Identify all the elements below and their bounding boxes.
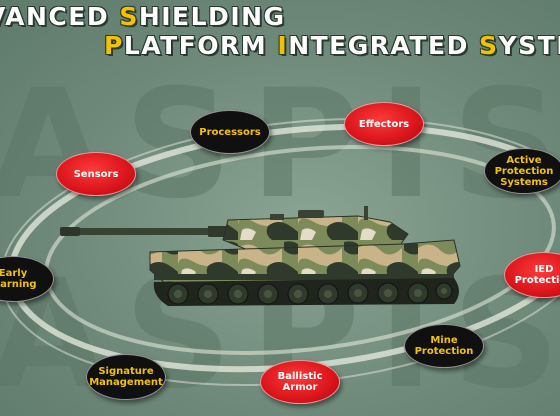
title-line-2: PLATFORM INTEGRATED SYSTE	[104, 31, 560, 60]
node-processors-label: Processors	[199, 126, 261, 138]
node-ballistic-armor-line2: Armor	[282, 382, 318, 393]
node-ied-protection: IED Protection	[504, 252, 560, 298]
node-sensors-label: Sensors	[73, 168, 119, 180]
title-line1-part2: HIELDING	[138, 2, 286, 31]
main-battle-tank-illustration	[60, 206, 461, 306]
title-line-1: VANCED SHIELDING	[0, 2, 286, 31]
node-signature-management-line1: Signature	[98, 366, 154, 377]
node-sensors: Sensors	[56, 152, 136, 196]
title-line2-part1: LATFORM	[123, 31, 278, 60]
title-line2-cap-s: S	[479, 31, 499, 60]
node-signature-management: Signature Management	[86, 354, 166, 400]
node-mine-protection-line2: Protection	[414, 346, 474, 357]
node-early-warning-line1: Early	[0, 268, 28, 279]
node-ied-protection-line1: IED	[534, 264, 554, 275]
node-active-protection-systems: Active Protection Systems	[484, 148, 560, 194]
node-active-protection-line1: Active	[506, 154, 542, 166]
node-early-warning-line2: Warning	[0, 279, 37, 290]
title-line2-part2: NTEGRATED	[288, 31, 480, 60]
node-processors: Processors	[190, 110, 270, 154]
node-ied-protection-line2: Protection	[514, 275, 560, 286]
title-line2-cap-p: P	[104, 31, 124, 60]
node-effectors-label: Effectors	[358, 118, 410, 130]
title-line1-part1: VANCED	[0, 2, 110, 31]
node-mine-protection-line1: Mine	[430, 335, 458, 346]
node-mine-protection: Mine Protection	[404, 324, 484, 368]
node-active-protection-line2: Protection	[494, 165, 554, 177]
title-line2-part3: YSTE	[498, 31, 560, 60]
node-active-protection-line3: Systems	[500, 176, 548, 188]
title-line1-cap-s: S	[119, 2, 139, 31]
node-effectors: Effectors	[344, 102, 424, 146]
node-signature-management-line2: Management	[89, 377, 163, 388]
node-ballistic-armor-line1: Ballistic	[277, 371, 323, 382]
node-ballistic-armor: Ballistic Armor	[260, 360, 340, 404]
title-line2-cap-i: I	[277, 31, 289, 60]
